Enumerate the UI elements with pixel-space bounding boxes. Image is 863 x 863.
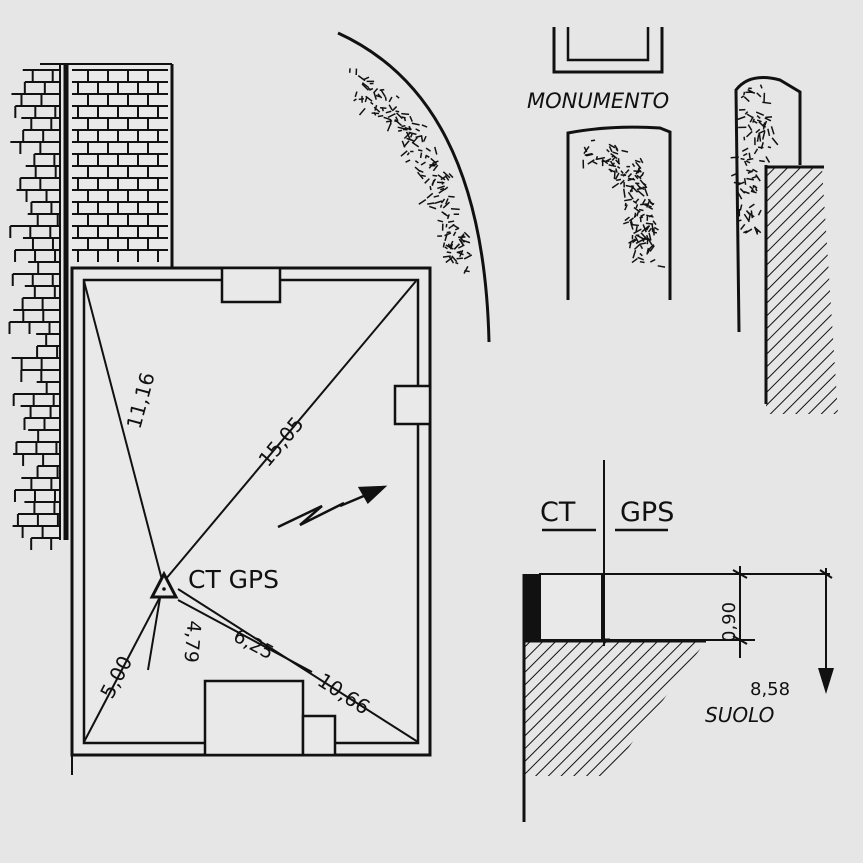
- triangle-station-icon: [149, 570, 179, 599]
- north-arrow-icon: [277, 485, 388, 529]
- monument-label: MONUMENTO: [527, 89, 669, 113]
- station-label: CT GPS: [188, 565, 279, 594]
- section-ct-label: CT: [540, 497, 576, 528]
- wall-block-top: [220, 266, 282, 304]
- height-above-label: 0,90: [719, 602, 740, 642]
- wall-block-bottom: [301, 714, 337, 757]
- measure-bottom-mid: 4,79: [179, 620, 205, 664]
- brick-wall: [8, 63, 174, 550]
- section-gps-label: GPS: [620, 497, 674, 528]
- section-detail: CT GPS 0,90 8,58 SUOLO: [522, 460, 834, 822]
- arrow-down-icon: [818, 668, 834, 694]
- height-ground-label: 8,58: [750, 679, 790, 700]
- wall-block-right: [393, 384, 432, 426]
- building-plan: CT GPS 11,16 15,05 5,00 4,79 6,25 10,66: [70, 266, 432, 775]
- interior-block: [203, 679, 305, 757]
- measurement-lines: [83, 280, 419, 743]
- monument-elevation: MONUMENTO: [527, 27, 838, 414]
- ground-label: SUOLO: [705, 703, 774, 727]
- terrain-curve: [337, 31, 491, 343]
